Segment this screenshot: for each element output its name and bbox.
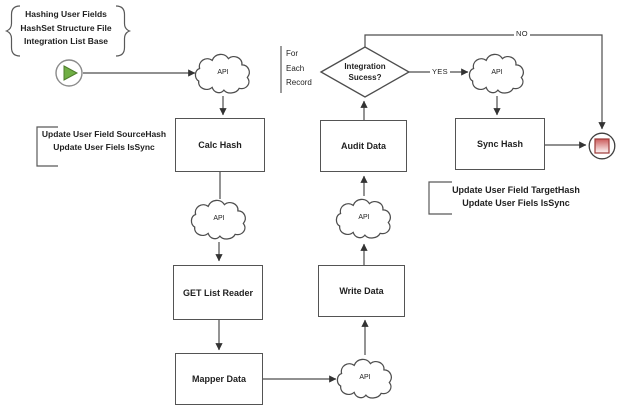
connector-decision-no-to-end <box>364 34 606 130</box>
process-box-write-data: Write Data <box>318 265 405 317</box>
loop-label-line: For <box>286 49 298 58</box>
process-box-label: Calc Hash <box>198 140 242 150</box>
callout-line: HashSet Structure File <box>20 22 112 33</box>
decision-line: Integration <box>344 62 386 71</box>
brace-callout-shape <box>4 5 132 57</box>
note-target-hash: Update User Field TargetHash Update User… <box>430 184 602 210</box>
stop-icon <box>594 138 610 154</box>
api-cloud-label-4: API <box>358 214 370 221</box>
target-note-bracket <box>428 181 452 215</box>
api-clouds <box>190 53 524 399</box>
note-line: Update User Field SourceHash <box>41 129 167 139</box>
right-brace-icon <box>115 5 132 57</box>
api-cloud-label-1: API <box>217 69 229 76</box>
decision-label: Integration Sucess? <box>323 49 407 95</box>
note-line: Update User Fiels IsSync <box>53 141 155 152</box>
api-cloud-label-3: API <box>359 374 371 381</box>
callout-line: Integration List Base <box>23 36 109 46</box>
end-node <box>588 132 616 160</box>
note-line: Update User Fiels IsSync <box>462 198 570 208</box>
loop-label-line: Each <box>286 63 305 73</box>
start-node <box>55 59 83 87</box>
callout-line: Hashing User Fields <box>25 9 107 19</box>
edge-label-no: NO <box>514 29 530 38</box>
process-box-mapper-data: Mapper Data <box>175 353 263 405</box>
api-cloud-label-2: API <box>213 215 225 222</box>
brace-callout-text: Hashing User Fields HashSet Structure Fi… <box>14 8 118 49</box>
process-box-label: Mapper Data <box>191 374 246 384</box>
process-box-get-list-reader: GET List Reader <box>173 265 263 320</box>
loop-label-line: Record <box>286 78 312 87</box>
decision-line: Sucess? <box>348 73 382 82</box>
note-source-hash: Update User Field SourceHash Update User… <box>38 128 170 153</box>
source-note-bracket <box>36 126 58 167</box>
play-icon <box>63 65 79 81</box>
process-box-label: Audit Data <box>341 141 386 151</box>
note-line: Update User Field TargetHash <box>452 185 580 195</box>
edge-label-yes: YES <box>430 67 450 76</box>
process-box-label: Sync Hash <box>476 139 524 149</box>
process-box-calc-hash: Calc Hash <box>175 118 265 172</box>
decision-diamond <box>319 46 411 98</box>
process-box-audit-data: Audit Data <box>320 120 407 172</box>
process-box-sync-hash: Sync Hash <box>455 118 545 170</box>
connectors <box>83 34 606 383</box>
process-box-label: GET List Reader <box>182 287 254 298</box>
left-brace-icon <box>4 5 21 57</box>
loop-label: For Each Record <box>286 47 312 91</box>
api-cloud-label-5: API <box>491 69 503 76</box>
process-box-label: Write Data <box>339 286 384 296</box>
